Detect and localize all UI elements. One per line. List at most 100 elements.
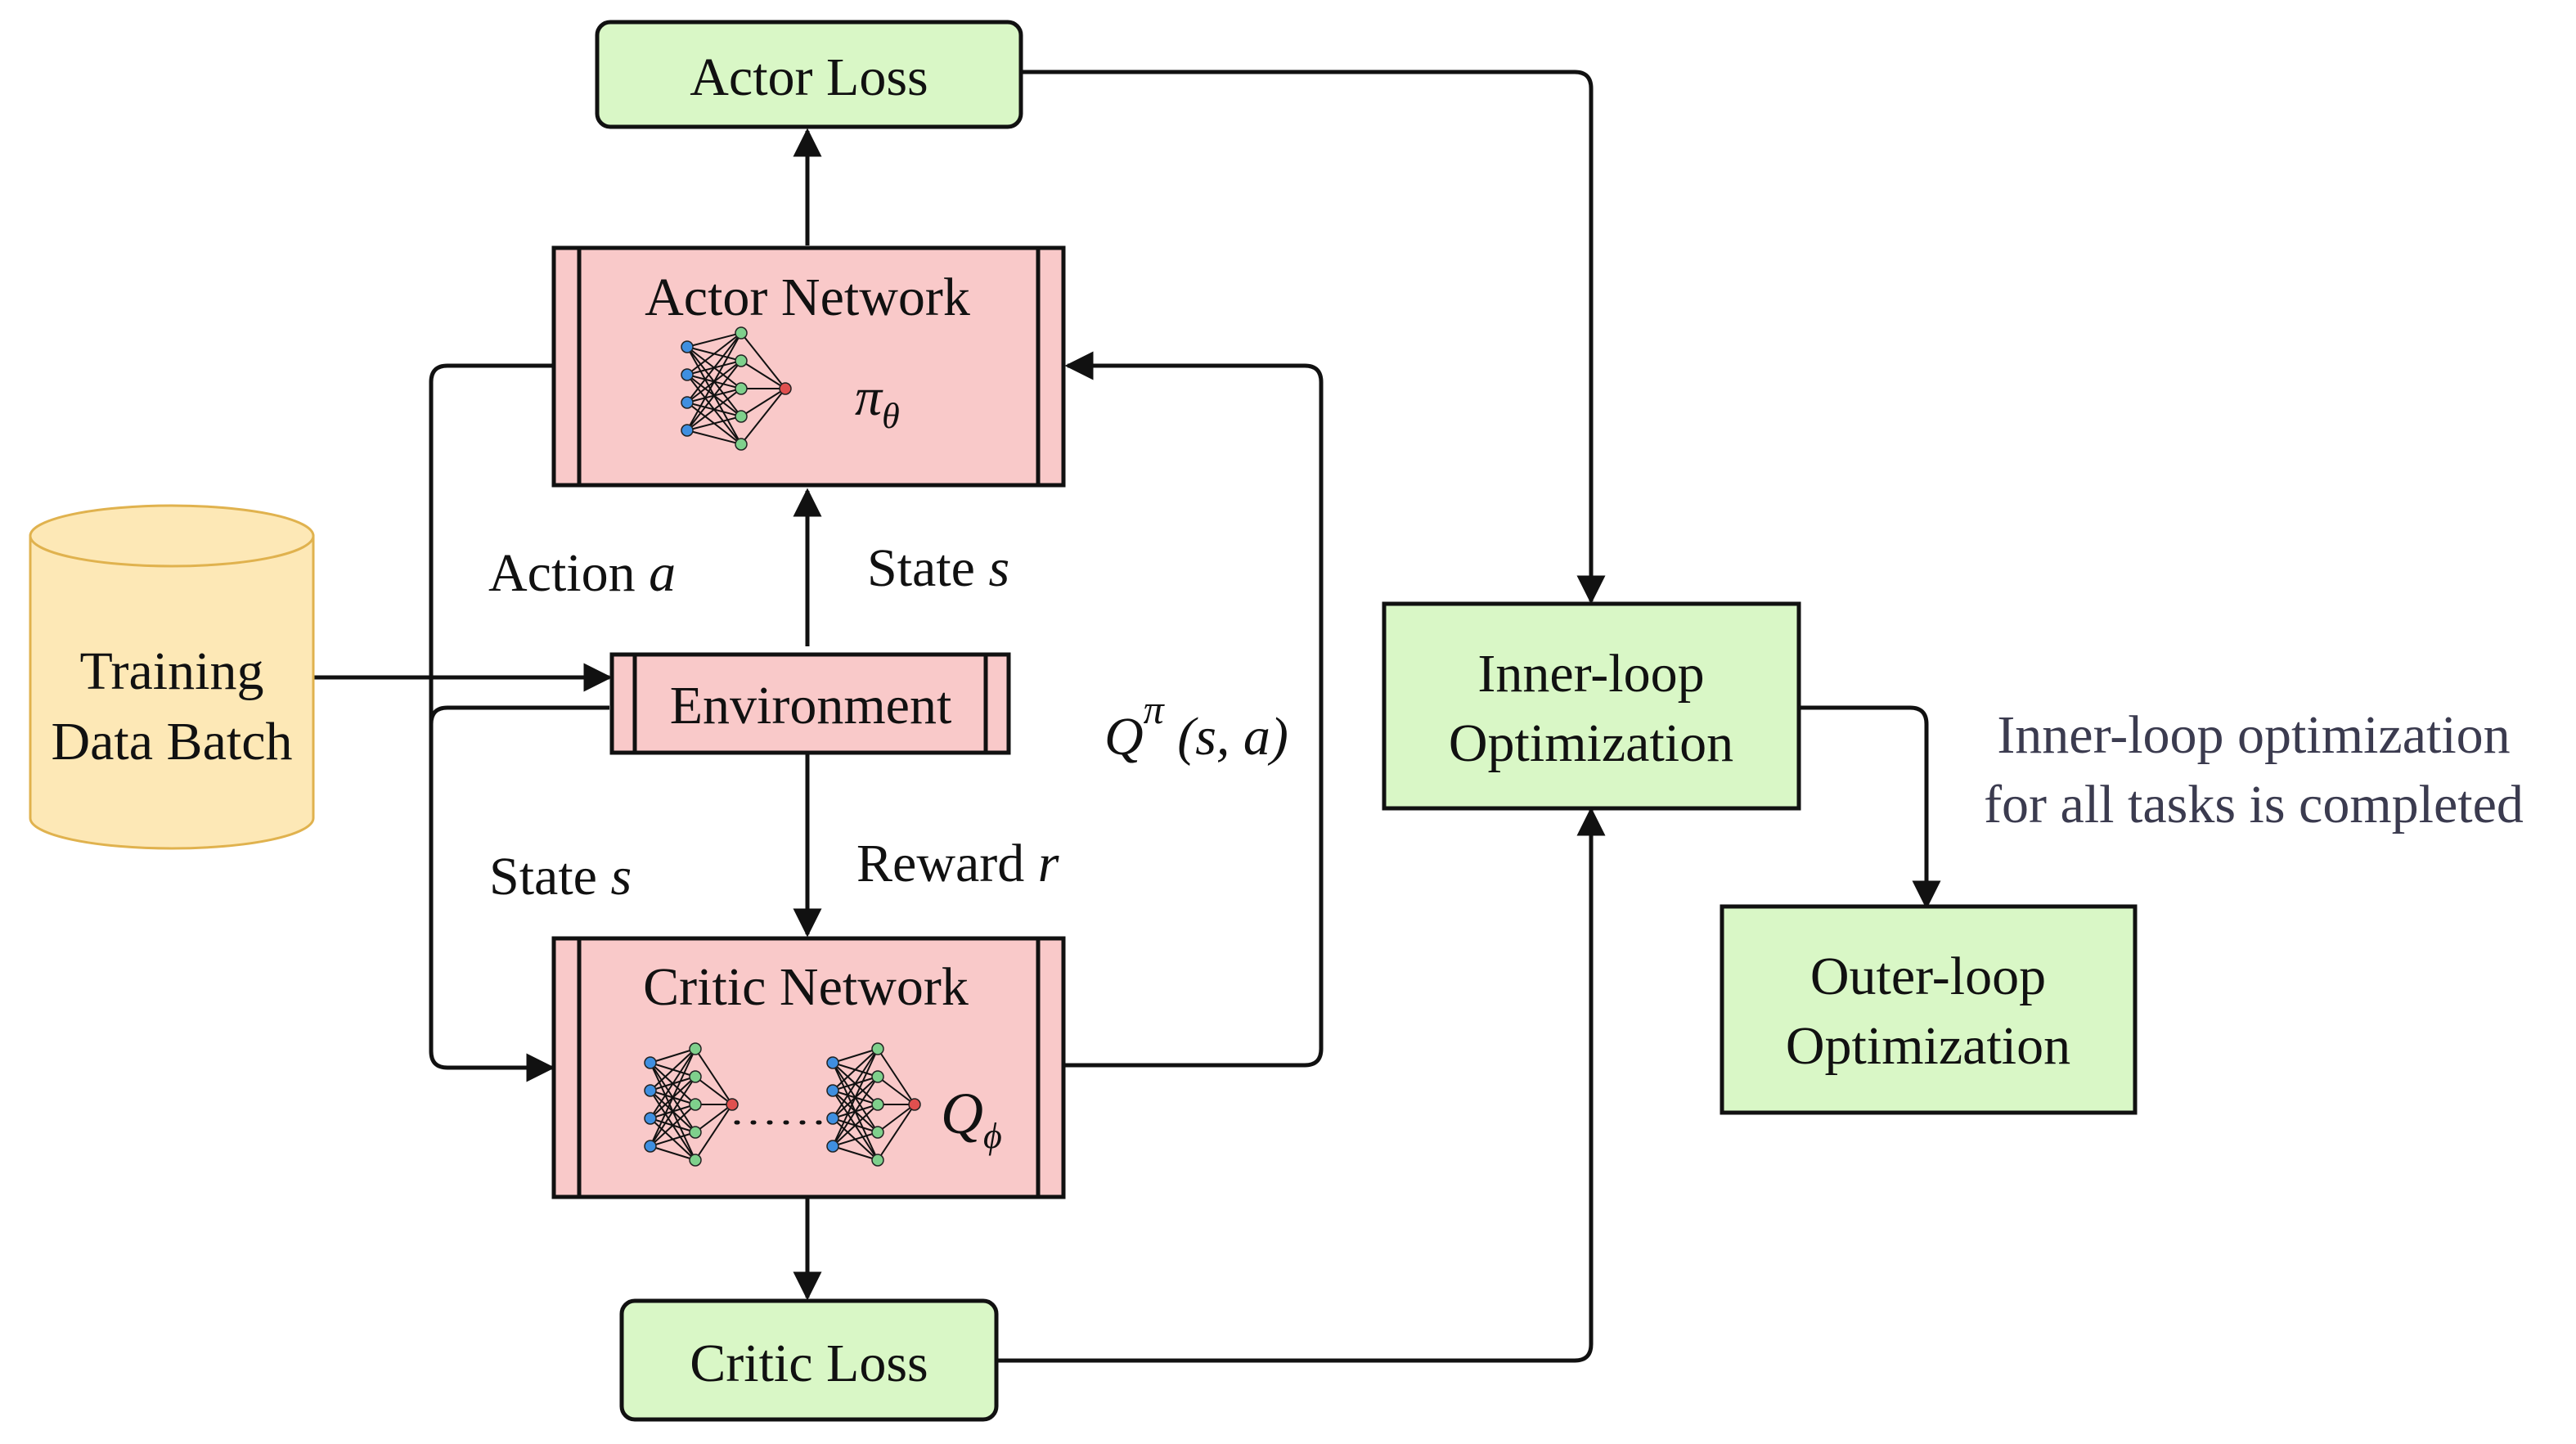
critic-network-box: Critic Network Qϕ (551, 936, 1066, 1199)
nn-node (826, 1140, 839, 1153)
nn-node (871, 1126, 884, 1139)
nn-edge (740, 388, 786, 445)
nn-node (689, 1154, 702, 1167)
state-edge-label-bottom: State s (489, 847, 632, 906)
nn-edge (650, 1076, 696, 1147)
nn-node (735, 410, 748, 423)
nn-edge (650, 1048, 696, 1147)
nn-node (689, 1126, 702, 1139)
inner-loop-line2: Optimization (1449, 713, 1733, 773)
nn-node (735, 382, 748, 395)
nn-node (644, 1084, 657, 1097)
nn-edge (686, 430, 742, 445)
nn-node (871, 1098, 884, 1111)
nn-node (726, 1098, 739, 1111)
nn-node (908, 1098, 921, 1111)
state-edge-label-top: State s (867, 538, 1009, 598)
inner-loop-line1: Inner-loop (1477, 644, 1704, 704)
training-data-line1: Training (80, 641, 264, 701)
nn-node (826, 1112, 839, 1125)
nn-edge (832, 1104, 879, 1147)
line-env-state-to-critic (429, 705, 609, 725)
nn-edge (832, 1048, 879, 1119)
nn-edge (686, 332, 742, 403)
nn-edge (686, 332, 742, 348)
nn-edge (740, 332, 786, 389)
nn-node (826, 1084, 839, 1097)
nn-edge (695, 1048, 733, 1105)
nn-edge (686, 332, 742, 431)
nn-edge (650, 1145, 696, 1161)
arrow-actor-loss-to-inner (1021, 70, 1606, 605)
environment-label: Environment (670, 676, 952, 735)
nn-node (644, 1056, 657, 1069)
nn-node (681, 396, 694, 409)
nn-node (735, 438, 748, 451)
outer-loop-line2: Optimization (1786, 1016, 2070, 1076)
actor-loss-box: Actor Loss (595, 20, 1023, 129)
nn-edge (832, 1048, 879, 1147)
nn-node (689, 1042, 702, 1055)
arrow-critic-loss-to-inner (996, 807, 1606, 1363)
critic-neural-net-icon-left (644, 1042, 739, 1167)
actor-policy-symbol: πθ (855, 367, 900, 436)
critic-q-symbol: Qϕ (941, 1081, 1002, 1156)
nn-edge (686, 416, 742, 431)
nn-node (826, 1056, 839, 1069)
reward-edge-label: Reward r (856, 834, 1059, 893)
critic-neural-net-icon-right (826, 1042, 921, 1167)
arrow-inner-to-outer (1800, 705, 1941, 910)
training-data-cylinder: Training Data Batch (29, 504, 315, 850)
actor-network-label: Actor Network (645, 268, 970, 327)
arrow-actor-action-to-critic (429, 363, 555, 1082)
nn-edge (832, 1076, 879, 1147)
critic-network-label: Critic Network (643, 957, 969, 1017)
nn-edge (650, 1131, 696, 1147)
action-edge-label: Action a (488, 543, 676, 603)
nn-edge (686, 332, 742, 376)
nn-node (735, 326, 748, 340)
nn-node (871, 1070, 884, 1083)
training-data-line2: Data Batch (51, 712, 292, 771)
nn-node (681, 424, 694, 437)
nn-edge (686, 388, 742, 431)
nn-edge (686, 360, 742, 431)
nn-edge (695, 1104, 733, 1161)
critic-loss-label: Critic Loss (690, 1334, 928, 1393)
q-value-edge-label: Qπ (s, a) (1104, 686, 1288, 767)
arrow-critic-q-to-actor (1063, 351, 1324, 1068)
nn-node (689, 1070, 702, 1083)
nn-edge (832, 1048, 879, 1091)
nn-node (644, 1112, 657, 1125)
nn-edge (695, 1104, 733, 1133)
nn-node (871, 1154, 884, 1167)
nn-edge (877, 1076, 915, 1105)
nn-edge (877, 1048, 915, 1105)
actor-neural-net-icon (681, 326, 792, 451)
nn-node (681, 368, 694, 381)
completion-note-line1: Inner-loop optimization (1997, 705, 2510, 765)
critic-loss-box: Critic Loss (619, 1298, 999, 1422)
outer-loop-optimization-box: Outer-loop Optimization (1720, 904, 2138, 1115)
nn-edge (650, 1048, 696, 1064)
nn-node (644, 1140, 657, 1153)
nn-node (779, 382, 792, 395)
actor-network-box: Actor Network πθ (551, 245, 1066, 488)
actor-loss-label: Actor Loss (690, 47, 928, 107)
nn-edge (650, 1104, 696, 1147)
nn-edge (877, 1104, 915, 1133)
nn-edge (650, 1048, 696, 1119)
nn-edge (740, 388, 786, 417)
completion-note-line2: for all tasks is completed (1984, 775, 2524, 834)
environment-box: Environment (609, 652, 1011, 755)
connectors (314, 70, 1941, 1363)
nn-edge (740, 360, 786, 389)
nn-node (681, 340, 694, 353)
nn-edge (832, 1145, 879, 1161)
nn-node (689, 1098, 702, 1111)
nn-node (735, 354, 748, 367)
nn-edge (832, 1131, 879, 1147)
inner-loop-optimization-box: Inner-loop Optimization (1382, 601, 1801, 811)
